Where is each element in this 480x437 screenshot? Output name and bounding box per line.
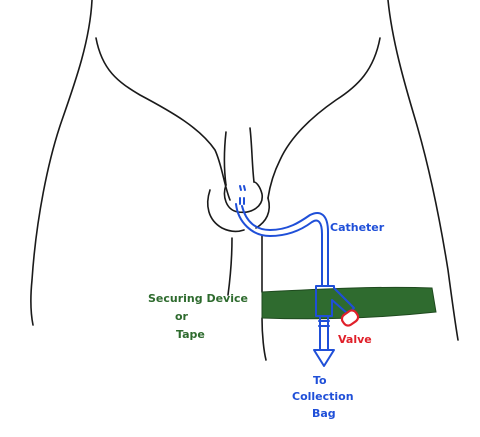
drain-marks <box>318 320 330 327</box>
body-outline <box>30 0 459 361</box>
left-inner-leg <box>227 237 233 296</box>
valve-label: Valve <box>338 333 372 346</box>
collection-label-line3: Bag <box>312 407 336 420</box>
drain-arrow <box>313 349 335 367</box>
right-outer-edge <box>387 0 459 341</box>
right-hip-crease <box>267 37 381 199</box>
glans <box>223 181 263 214</box>
scrotum-right <box>255 197 271 229</box>
catheter-tip-lines <box>239 197 245 205</box>
catheter-inner <box>241 205 329 287</box>
catheter-tip-marks <box>239 185 246 191</box>
catheter-outer <box>235 203 323 287</box>
shaft-left <box>223 131 227 186</box>
scrotum-left <box>206 189 245 233</box>
left-hip-crease <box>95 37 231 201</box>
catheter-tube <box>235 185 355 367</box>
collection-label-line1: To <box>313 374 327 387</box>
shaft-right <box>249 127 255 183</box>
right-inner-leg-lower <box>261 317 267 361</box>
valve-icon <box>340 309 360 327</box>
securing-label-line1: Securing Device <box>148 292 248 305</box>
collection-label-line2: Collection <box>292 390 354 403</box>
left-outer-edge <box>30 0 93 326</box>
securing-label-line3: Tape <box>176 328 205 341</box>
securing-label-line2: or <box>175 310 189 323</box>
catheter-label: Catheter <box>330 221 385 234</box>
